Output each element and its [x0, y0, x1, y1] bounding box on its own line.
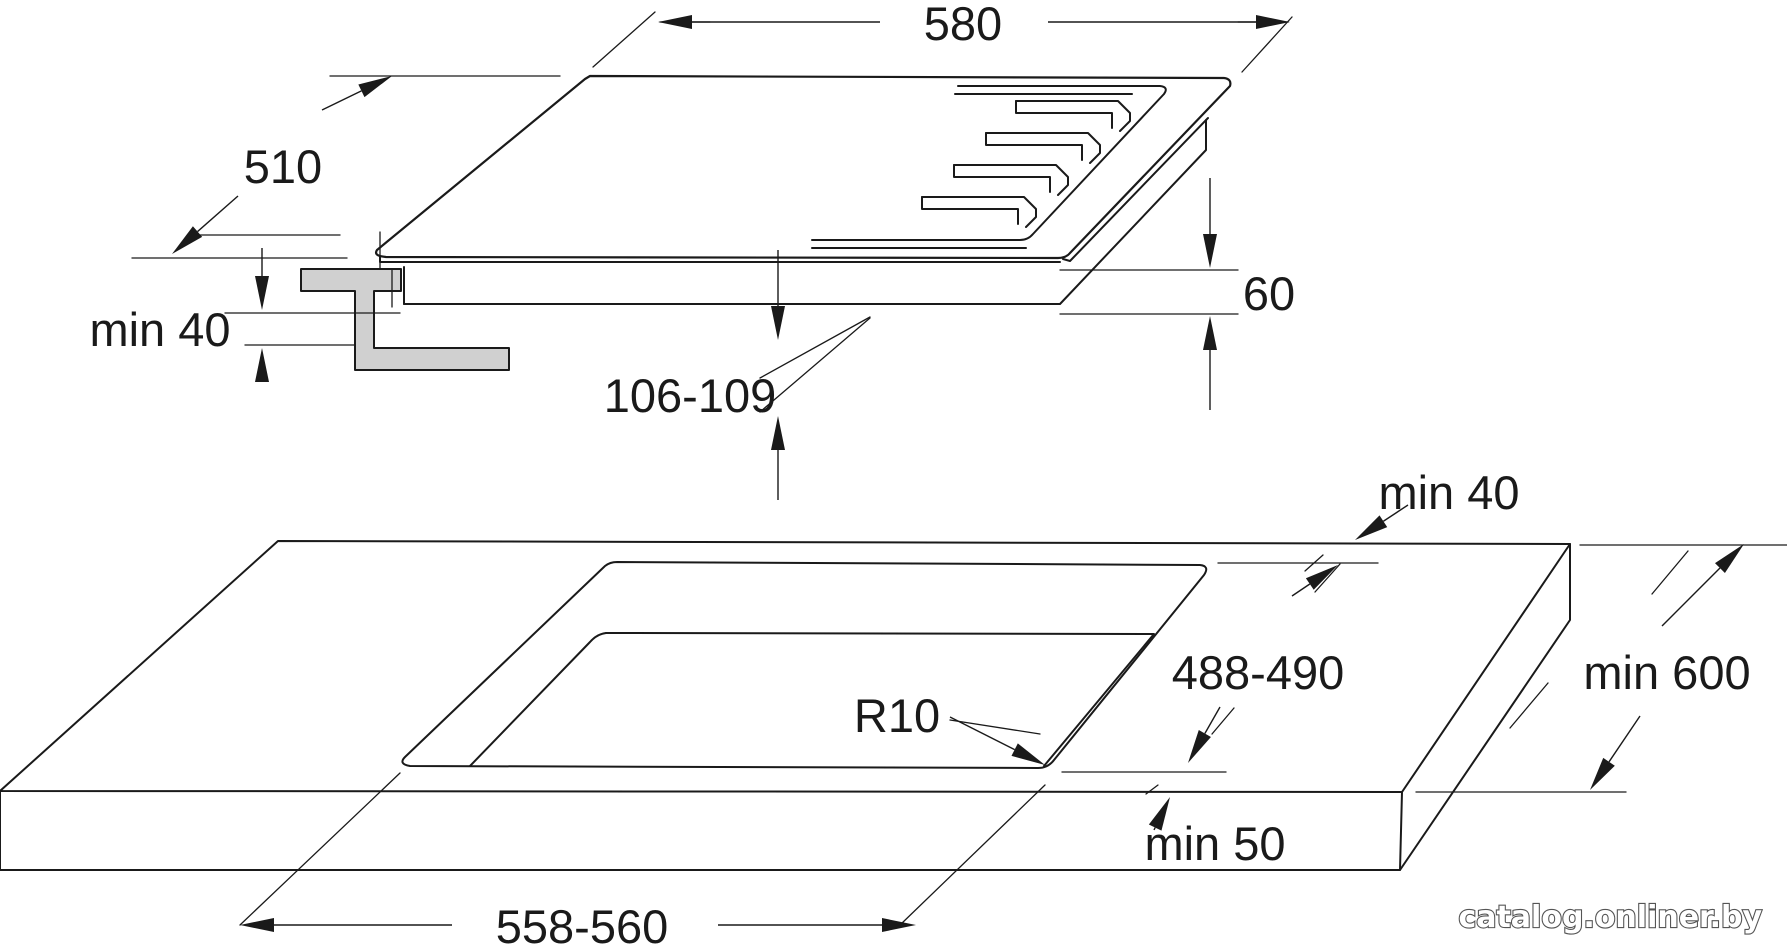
hob-clearance-label: min 40 [89, 303, 230, 356]
back-clearance-label: min 40 [1378, 466, 1519, 519]
knob-1 [1015, 100, 1131, 132]
dimension-arrow-head [1188, 730, 1211, 763]
dimension-arrow-head [1256, 15, 1290, 29]
dimension-arrow-shaft [1608, 715, 1641, 763]
cutout-depth-label: 488-490 [1172, 646, 1345, 699]
dimension-arrow-shaft [949, 716, 1015, 751]
control-panel [811, 85, 1167, 249]
hob-depth-label: 510 [244, 140, 322, 193]
dimension-arrow-head [1203, 316, 1217, 350]
dimension-arrow-head [1203, 234, 1217, 268]
dimension-arrow-head [658, 15, 692, 29]
worktop-outline [0, 540, 1571, 871]
dimension-arrow-head [240, 918, 274, 932]
dimension-arrow-head [1355, 515, 1388, 540]
dimension-arrow-shaft [1291, 583, 1311, 597]
knob-4 [921, 196, 1037, 228]
knob-3 [953, 164, 1069, 196]
dimension-arrow-head [771, 416, 785, 450]
dimension-arrow-head [1305, 565, 1338, 590]
watermark: catalog.onliner.by [1458, 900, 1762, 935]
worktop-depth-label: min 600 [1583, 646, 1750, 699]
hob-height-label: 60 [1243, 267, 1295, 320]
dimension-arrow-head [1148, 797, 1170, 831]
worktop-cutout [401, 561, 1208, 769]
dimension-arrows [172, 15, 1744, 932]
dimension-arrow-head [1011, 743, 1045, 765]
dimension-arrow-shaft [321, 90, 362, 111]
dimension-arrow-head [358, 76, 392, 98]
dimension-arrow-head [1590, 757, 1615, 790]
dimension-arrow-shaft [1382, 504, 1409, 522]
dimension-arrow-head [172, 226, 203, 254]
hob-cutout-height-label: 106-109 [604, 369, 777, 422]
worktop-dimension-lines [239, 544, 1787, 926]
dimension-arrow-head [255, 348, 269, 382]
dimension-arrow-shaft [1153, 827, 1156, 831]
dimension-arrow-head [771, 306, 785, 340]
mounting-bracket [300, 268, 510, 371]
dimension-arrow-shaft [1204, 706, 1221, 734]
hob-width-label: 580 [924, 0, 1002, 50]
dimension-arrow-head [1715, 544, 1744, 573]
dimension-arrow-head [882, 918, 916, 932]
front-clearance-label: min 50 [1144, 817, 1285, 870]
knob-2 [985, 132, 1101, 164]
dimension-arrow-shaft [1661, 567, 1721, 627]
hob-dimension-lines [131, 11, 1293, 413]
cutout-width-label: 558-560 [496, 900, 669, 949]
corner-radius-label: R10 [854, 689, 940, 742]
dimension-arrow-shaft [197, 195, 239, 233]
dimension-arrow-head [255, 276, 269, 310]
